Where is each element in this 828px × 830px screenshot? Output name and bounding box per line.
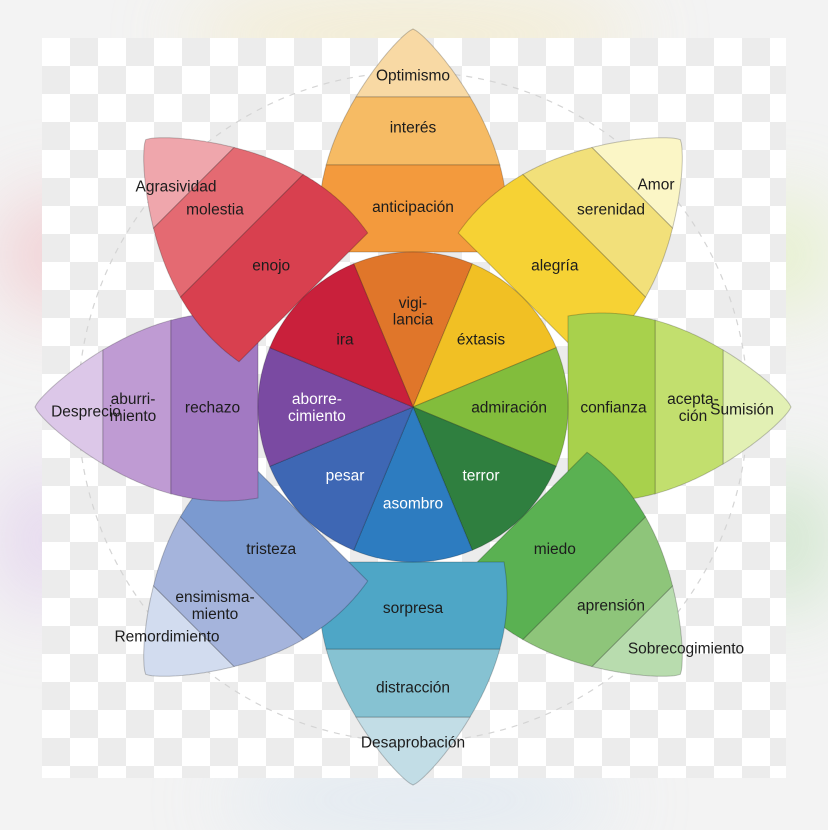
outer-label-love: Amor bbox=[637, 176, 674, 193]
outer-label-awe: Sobrecogimiento bbox=[628, 640, 744, 657]
petal-awe-label-2: terror bbox=[462, 467, 499, 484]
petal-aggressiveness-tip bbox=[143, 137, 236, 230]
petal-disapproval bbox=[318, 561, 508, 786]
petal-aggressiveness-band-0 bbox=[152, 146, 305, 299]
petal-optimism-label-2: vigi-lancia bbox=[393, 295, 434, 329]
outer-label-disapproval: Desaprobación bbox=[361, 734, 465, 751]
petal-submission-label-0: acepta-ción bbox=[667, 391, 719, 425]
outer-label-optimism: Optimismo bbox=[376, 67, 450, 84]
petal-awe-tip bbox=[590, 584, 683, 677]
petal-contempt-label-1: rechazo bbox=[185, 399, 240, 416]
outer-label-aggressiveness: Agrasividad bbox=[136, 178, 217, 195]
petal-aggressiveness-band-1 bbox=[179, 173, 369, 363]
petal-awe-band-0 bbox=[521, 515, 674, 668]
petal-disapproval-tip bbox=[355, 716, 471, 786]
petal-aggressiveness-label-2: ira bbox=[336, 331, 354, 348]
petal-optimism-tip bbox=[355, 28, 471, 98]
petal-submission-label-1: confianza bbox=[580, 399, 647, 416]
petal-remorse-band-0 bbox=[152, 515, 305, 668]
petal-aggressiveness-label-0: molestia bbox=[186, 201, 244, 218]
petal-love-band-0 bbox=[521, 146, 674, 299]
outer-label-remorse: Remordimiento bbox=[114, 628, 219, 645]
petal-optimism-band-0 bbox=[325, 96, 501, 166]
petal-remorse-label-2: pesar bbox=[326, 467, 365, 484]
petal-aggressiveness bbox=[143, 137, 369, 363]
petal-disapproval-core bbox=[353, 405, 473, 563]
petal-contempt-core bbox=[257, 347, 415, 467]
petal-love-label-1: alegría bbox=[531, 258, 579, 275]
petal-love-core bbox=[412, 263, 557, 408]
petal-optimism-label-1: anticipación bbox=[372, 199, 454, 216]
petal-optimism-label-0: interés bbox=[390, 119, 437, 136]
petal-remorse-label-1: tristeza bbox=[246, 541, 296, 558]
outer-label-contempt: Desprecio bbox=[51, 403, 121, 420]
petal-remorse-tip bbox=[143, 584, 236, 677]
petal-optimism bbox=[318, 28, 508, 253]
petal-contempt-label-0: aburri-miento bbox=[110, 391, 157, 425]
petal-awe-label-0: aprensión bbox=[577, 597, 645, 614]
petal-aggressiveness-label-1: enojo bbox=[252, 258, 290, 275]
petal-disapproval-label-1: sorpresa bbox=[383, 600, 444, 617]
petal-disapproval-band-0 bbox=[325, 648, 501, 718]
petal-contempt bbox=[34, 312, 259, 502]
petal-awe-label-1: miedo bbox=[534, 541, 576, 558]
petal-love-label-0: serenidad bbox=[577, 201, 645, 218]
outer-label-submission: Sumisión bbox=[710, 401, 774, 418]
petal-submission-band-0 bbox=[654, 319, 724, 495]
petal-disapproval-label-0: distracción bbox=[376, 679, 450, 696]
petal-remorse-core bbox=[269, 406, 414, 551]
petal-aggressiveness-core bbox=[269, 263, 414, 408]
petal-submission-tip bbox=[722, 349, 792, 465]
petal-submission bbox=[567, 312, 792, 502]
petal-optimism-core bbox=[353, 251, 473, 409]
petal-love-label-2: éxtasis bbox=[457, 331, 505, 348]
petal-awe-core bbox=[412, 406, 557, 551]
petal-disapproval-label-2: asombro bbox=[383, 496, 443, 513]
petal-contempt-band-0 bbox=[102, 319, 172, 495]
petal-love-tip bbox=[590, 137, 683, 230]
petal-contempt-tip bbox=[34, 349, 104, 465]
petal-submission-label-2: admiración bbox=[471, 399, 547, 416]
petal-submission-core bbox=[411, 347, 569, 467]
petal-contempt-label-2: aborre-cimiento bbox=[288, 391, 346, 425]
petal-remorse-label-0: ensimisma-miento bbox=[175, 589, 254, 623]
